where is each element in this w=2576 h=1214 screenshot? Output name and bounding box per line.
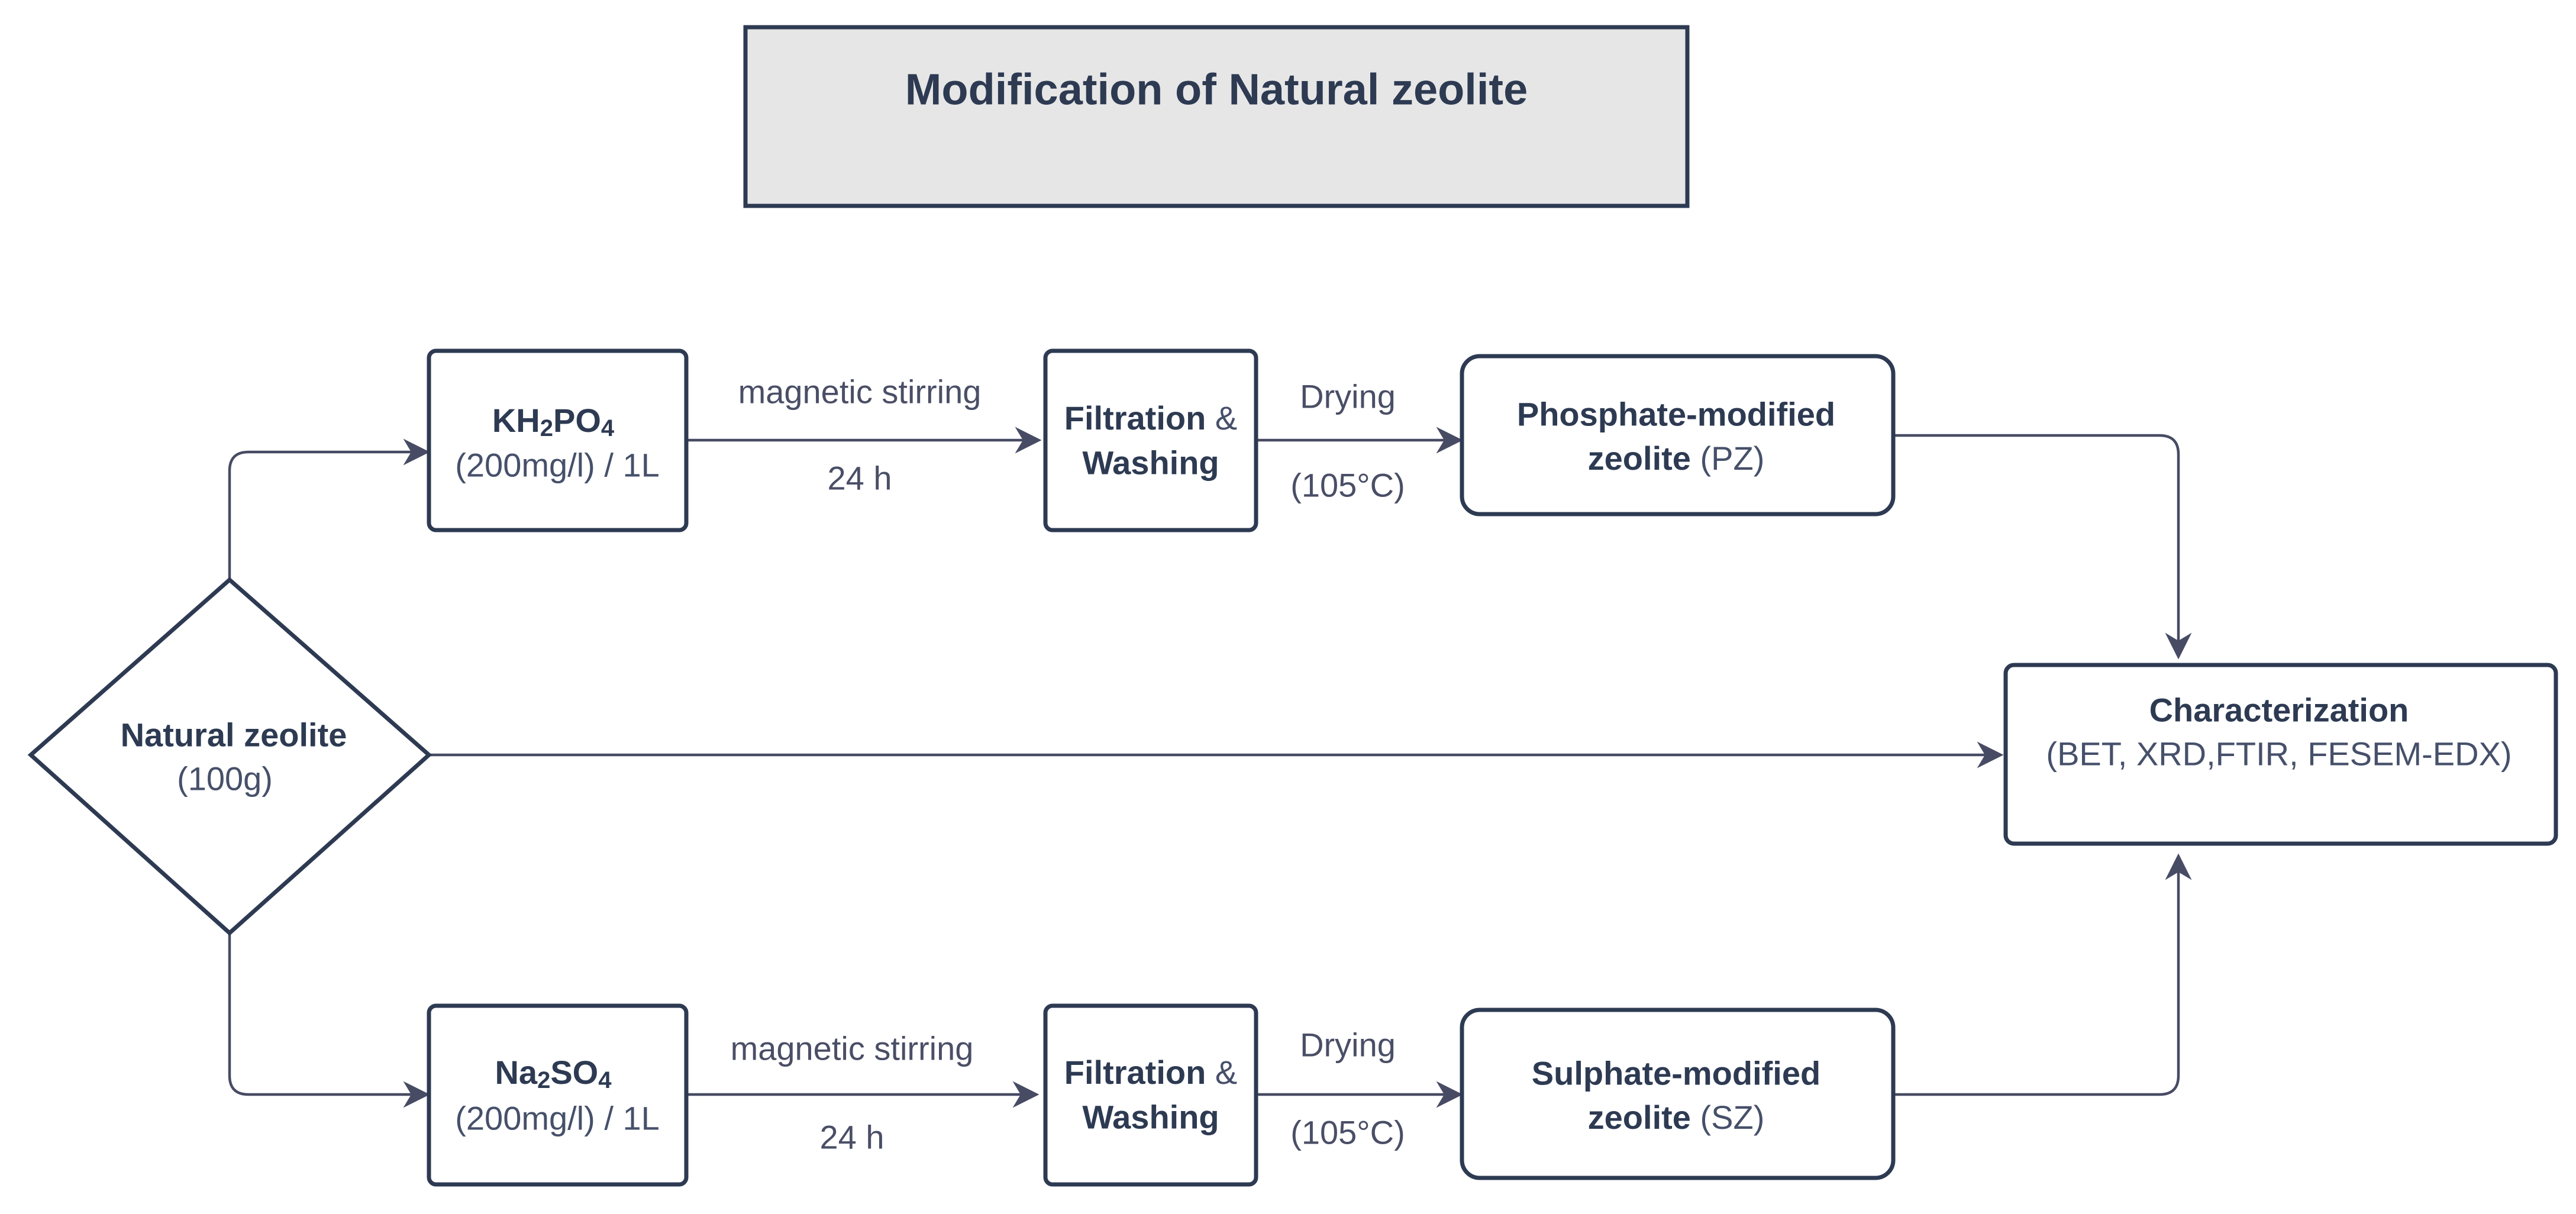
arrow-zeolite-to-na2so4 <box>228 933 430 1108</box>
kh2po4-concentration: (200mg/l) / 1L <box>455 447 660 484</box>
node-characterization: Characterization (BET, XRD,FTIR, FESEM-E… <box>2003 663 2558 846</box>
top-stirring-label: magnetic stirring <box>738 373 982 411</box>
sulphate-box <box>1460 1008 1896 1180</box>
node-na2so4: Na2SO4 (200mg/l) / 1L <box>427 1003 689 1187</box>
node-filtration-top: Filtration & Washing <box>1043 348 1258 532</box>
node-phosphate-zeolite: Phosphate-modified zeolite (PZ) <box>1460 354 1896 516</box>
bottom-stirring-label: magnetic stirring <box>731 1030 974 1067</box>
node-kh2po4: KH2PO4 (200mg/l) / 1L <box>427 348 689 532</box>
bottom-stirring-time: 24 h <box>820 1119 885 1156</box>
characterization-box <box>2003 663 2558 846</box>
arrow-zeolite-to-kh2po4 <box>228 438 430 580</box>
phosphate-box <box>1460 354 1896 516</box>
connectors <box>228 427 2192 1108</box>
diagram-title: Modification of Natural zeolite <box>905 65 1528 114</box>
sulphate-line2: zeolite (SZ) <box>1588 1099 1765 1136</box>
filtration-bottom-line1: Filtration & <box>1064 1054 1237 1091</box>
arrow-phosphate-to-characterization <box>1893 434 2192 660</box>
filtration-top-line1: Filtration & <box>1064 399 1237 437</box>
kh2po4-box <box>427 348 689 532</box>
kh2po4-formula: KH2PO4 <box>492 402 615 442</box>
bottom-drying-label: Drying <box>1300 1026 1396 1064</box>
filtration-top-line2: Washing <box>1082 444 1219 482</box>
na2so4-box <box>427 1003 689 1187</box>
top-stirring-time: 24 h <box>828 460 892 497</box>
node-filtration-bottom: Filtration & Washing <box>1043 1003 1258 1187</box>
filtration-bottom-line2: Washing <box>1082 1099 1219 1136</box>
characterization-methods: (BET, XRD,FTIR, FESEM-EDX) <box>2046 735 2512 773</box>
characterization-title: Characterization <box>2149 692 2409 729</box>
decision-diamond <box>27 577 432 936</box>
filtration-bottom-box <box>1043 1003 1258 1187</box>
natural-zeolite-label: Natural zeolite <box>121 716 347 754</box>
title-box <box>743 25 1690 208</box>
node-natural-zeolite: Natural zeolite (100g) <box>27 577 432 936</box>
na2so4-concentration: (200mg/l) / 1L <box>455 1100 660 1137</box>
edge-labels: magnetic stirring 24 h Drying (105°C) ma… <box>731 373 1405 1156</box>
na2so4-formula: Na2SO4 <box>495 1054 612 1094</box>
phosphate-line2: zeolite (PZ) <box>1588 440 1765 477</box>
node-sulphate-zeolite: Sulphate-modified zeolite (SZ) <box>1460 1008 1896 1180</box>
top-drying-temp: (105°C) <box>1290 467 1405 504</box>
bottom-drying-temp: (105°C) <box>1290 1114 1405 1151</box>
sulphate-line1: Sulphate-modified <box>1532 1055 1820 1092</box>
arrow-sulphate-to-characterization <box>1893 853 2192 1096</box>
natural-zeolite-amount: (100g) <box>177 760 273 798</box>
filtration-top-box <box>1043 348 1258 532</box>
top-drying-label: Drying <box>1300 378 1396 415</box>
title-block: Modification of Natural zeolite <box>743 25 1690 208</box>
phosphate-line1: Phosphate-modified <box>1517 396 1835 433</box>
